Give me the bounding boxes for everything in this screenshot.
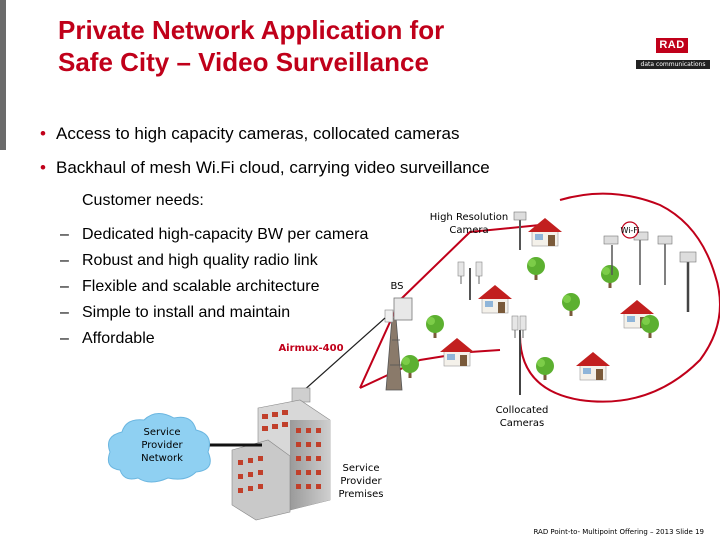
need-item: –Dedicated high-capacity BW per camera <box>60 226 369 243</box>
link-line <box>469 349 501 353</box>
bs-label: BS <box>390 281 404 292</box>
service-provider-building-icon <box>231 387 331 521</box>
bullet-icon: • <box>40 158 46 177</box>
radio-link-line <box>299 319 384 395</box>
wifi-badge <box>621 221 639 239</box>
need-text: Robust and high quality radio link <box>82 252 318 269</box>
logo-tagline: data communications <box>636 60 710 69</box>
wifi-camera-poles-icon <box>603 231 697 312</box>
left-accent-bar <box>0 0 6 150</box>
slide-title: Private Network Application for Safe Cit… <box>58 14 578 78</box>
collocated-cameras-label: Collocated Cameras <box>495 405 549 429</box>
need-text: Dedicated high-capacity BW per camera <box>82 226 369 243</box>
collocated-camera-mast-icon <box>511 315 527 395</box>
tree-icon <box>601 265 619 288</box>
bullet-item: • Backhaul of mesh Wi.Fi cloud, carrying … <box>40 158 490 178</box>
wifi-cloud-outline <box>519 192 720 403</box>
tree-icon <box>562 293 580 316</box>
bullet-icon: • <box>40 124 46 143</box>
title-line-2: Safe City – Video Surveillance <box>58 47 429 77</box>
need-text: Simple to install and maintain <box>82 304 291 321</box>
logo-brand: RAD <box>656 38 688 53</box>
need-item: –Simple to install and maintain <box>60 304 291 321</box>
rad-logo: RAD data communications <box>636 36 710 70</box>
house-icon <box>575 351 611 381</box>
service-provider-network-label: Service Provider Network <box>141 427 183 464</box>
house-icon <box>477 284 513 314</box>
bullet-text: Backhaul of mesh Wi.Fi cloud, carrying v… <box>56 158 490 177</box>
customer-needs-heading: Customer needs: <box>82 192 204 209</box>
bullet-item: • Access to high capacity cameras, colloc… <box>40 124 459 144</box>
tree-icon <box>536 357 554 380</box>
wifi-label: Wi-Fi <box>620 226 640 235</box>
tree-icon <box>426 315 444 338</box>
need-text: Affordable <box>82 330 155 347</box>
tree-icon <box>527 257 545 280</box>
need-item: –Affordable <box>60 330 155 347</box>
house-icon <box>527 217 563 247</box>
tree-icon <box>401 355 419 378</box>
link-line <box>359 224 541 389</box>
airmux-label: Airmux-400 <box>278 343 344 354</box>
house-icon <box>439 337 475 367</box>
high-res-camera-label: High Resolution Camera <box>429 212 509 236</box>
service-provider-cloud-icon <box>107 413 211 483</box>
bullet-text: Access to high capacity cameras, colloca… <box>56 124 460 143</box>
need-item: –Robust and high quality radio link <box>60 252 318 269</box>
airmux-tower-icon <box>384 297 413 391</box>
slide-footer: RAD Point-to- Multipoint Offering – 2013… <box>533 528 704 536</box>
need-item: –Flexible and scalable architecture <box>60 278 320 295</box>
title-line-1: Private Network Application for <box>58 15 445 45</box>
high-res-camera-pole-icon <box>513 211 527 250</box>
tree-icon <box>641 315 659 338</box>
bs-antenna-icon <box>457 261 483 300</box>
need-text: Flexible and scalable architecture <box>82 278 320 295</box>
service-provider-premises-label: Service Provider Premises <box>338 463 384 500</box>
